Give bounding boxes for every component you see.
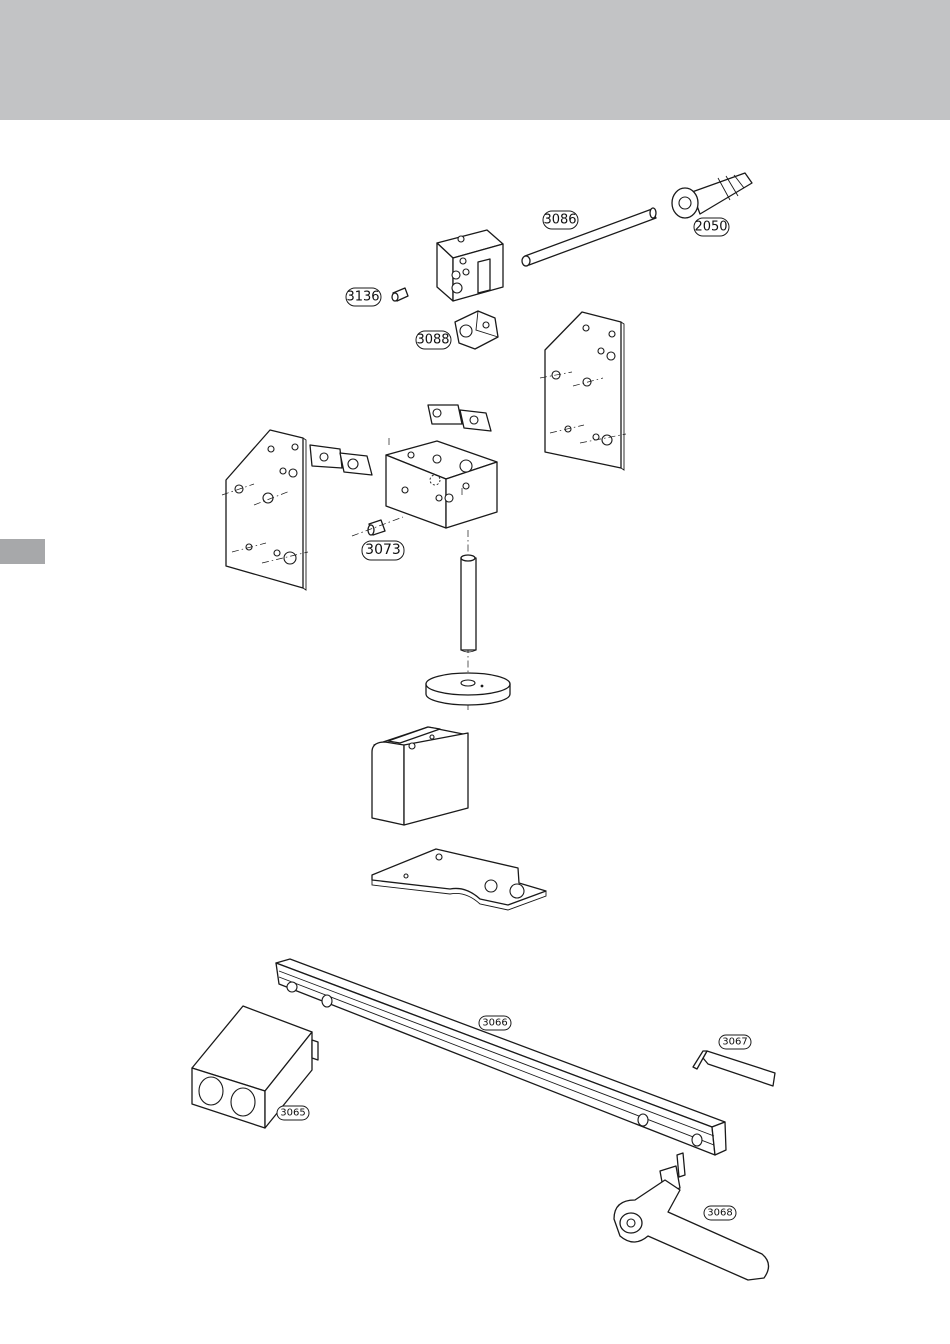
part-3067-drawing	[693, 1051, 775, 1086]
upper-block-drawing	[437, 230, 503, 301]
upper-slides-drawing	[428, 405, 491, 431]
foot-disc-drawing	[426, 673, 510, 705]
part-3073-drawing	[352, 517, 403, 536]
right-plate-drawing	[540, 312, 626, 470]
callout-3065: 3065	[277, 1106, 309, 1120]
callout-3065-label: 3065	[280, 1108, 305, 1119]
callout-2050-label: 2050	[694, 220, 727, 235]
part-3086-drawing	[522, 208, 656, 266]
callout-3073-label: 3073	[365, 542, 401, 558]
callout-3086-label: 3086	[543, 213, 576, 228]
part-3068-drawing	[614, 1153, 769, 1280]
middle-slides-drawing	[310, 445, 372, 475]
callout-3088: 3088	[416, 331, 451, 349]
callout-3068-label: 3068	[707, 1208, 732, 1219]
callout-3068: 3068	[704, 1206, 736, 1220]
callout-3067-label: 3067	[722, 1037, 747, 1048]
central-block-drawing	[386, 438, 497, 528]
part-3136-drawing	[392, 288, 408, 301]
part-3066-drawing	[276, 959, 726, 1155]
callout-2050: 2050	[694, 218, 729, 236]
left-plate-drawing	[222, 430, 308, 590]
part-2050-drawing	[672, 173, 752, 218]
base-plate-drawing	[372, 849, 546, 910]
callout-3136-label: 3136	[346, 290, 379, 305]
callout-3088-label: 3088	[416, 333, 449, 348]
callout-3086: 3086	[543, 211, 578, 229]
clamp-block-drawing	[372, 727, 468, 825]
callout-3066: 3066	[479, 1016, 511, 1030]
callout-3136: 3136	[346, 288, 381, 306]
callout-3067: 3067	[719, 1035, 751, 1049]
callout-3073: 3073	[362, 541, 404, 560]
part-3088-drawing	[455, 311, 498, 349]
callout-3066-label: 3066	[482, 1018, 507, 1029]
